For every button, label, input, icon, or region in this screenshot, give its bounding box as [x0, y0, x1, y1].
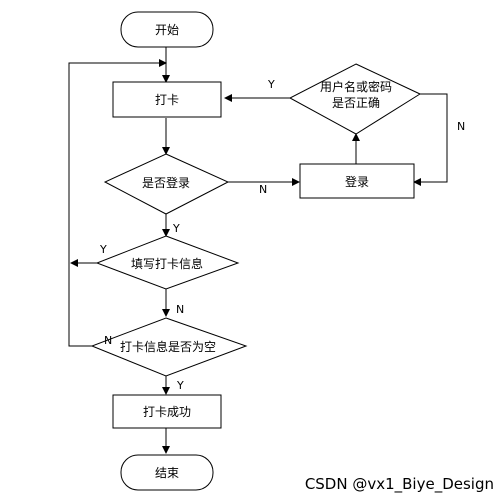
edge-labels: Y N Y N Y N N Y: [99, 78, 465, 392]
credentials-check-label-line1: 用户名或密码: [320, 79, 392, 94]
credentials-check-decision: [288, 63, 422, 135]
empty-no-label: Y: [176, 379, 184, 392]
credentials-check-label-line2: 是否正确: [332, 96, 380, 110]
edges: [68, 47, 448, 454]
start-label: 开始: [155, 23, 179, 37]
credentials-yes-label: Y: [267, 78, 275, 91]
login-label: 登录: [345, 174, 369, 189]
end-terminal: [120, 454, 214, 491]
nodes: [90, 11, 422, 491]
fill-info-decision: [95, 235, 240, 290]
logged-in-no-label: N: [259, 183, 267, 196]
empty-loop-label: N: [104, 334, 112, 347]
clock-in-label: 打卡: [155, 93, 179, 107]
is-logged-in-decision: [103, 153, 230, 215]
end-label: 结束: [155, 466, 179, 480]
fill-yes-label: Y: [99, 243, 107, 256]
node-labels: 开始 打卡 是否登录 登录 用户名或密码 是否正确 填写打卡信息 打卡信息是否为…: [120, 23, 392, 480]
is-logged-in-label: 是否登录: [142, 175, 190, 190]
edge-info-empty-loop-back: [68, 59, 167, 347]
info-empty-decision: [90, 317, 248, 377]
watermark: CSDN @vx1_Biye_Design: [305, 475, 494, 494]
clock-in-process: [112, 81, 222, 118]
info-empty-label: 打卡信息是否为空: [120, 339, 216, 354]
start-terminal: [120, 11, 214, 48]
logged-in-yes-label: Y: [172, 222, 180, 235]
success-process: [112, 394, 222, 429]
fill-info-label: 填写打卡信息: [131, 256, 203, 271]
credentials-no-label: N: [457, 120, 465, 133]
fill-no-label: N: [176, 303, 184, 316]
edge-credentials-no-to-login: [413, 93, 448, 186]
success-label: 打卡成功: [143, 405, 191, 419]
login-process: [299, 163, 415, 199]
